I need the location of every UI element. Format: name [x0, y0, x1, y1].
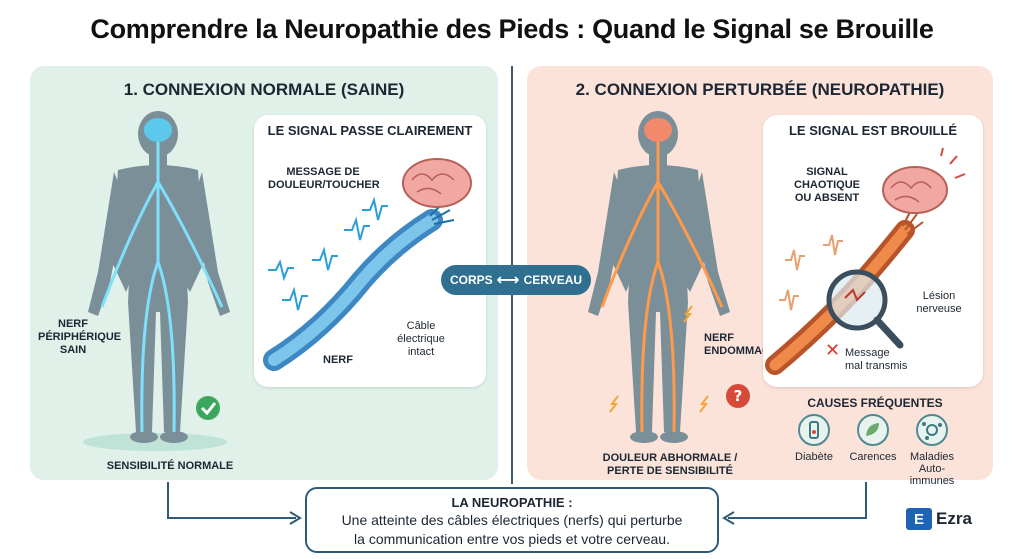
- body-brain-connector: CORPS ⟷ CERVEAU: [441, 265, 591, 295]
- damaged-panel-title: 2. CONNEXION PERTURBÉE (NEUROPATHIE): [575, 80, 945, 99]
- svg-text:?: ?: [734, 387, 743, 405]
- neuropathy-definition-box: LA NEUROPATHIE : Une atteinte des câbles…: [305, 487, 719, 553]
- damaged-nerve-label: NERF ENDOMMAGÉ: [704, 332, 778, 357]
- double-arrow-icon: ⟷: [496, 272, 520, 289]
- normal-sensitivity-label: SENSIBILITÉ NORMALE: [106, 460, 234, 472]
- healthy-brain-icon: [402, 158, 472, 208]
- causes-title: CAUSES FRÉQUENTES: [807, 396, 943, 410]
- ezra-logo-text: Ezra: [936, 509, 972, 528]
- intact-cable-label: Câble électrique intact: [397, 320, 445, 358]
- definition-title: LA NEUROPATHIE :: [451, 495, 573, 510]
- damaged-cable-illustration: ✕: [765, 147, 966, 375]
- healthy-body-figure: [83, 111, 230, 451]
- magnifier-icon: [826, 269, 904, 349]
- svg-text:✕: ✕: [825, 340, 840, 361]
- nerve-label: NERF: [323, 354, 353, 366]
- ezra-logo: E Ezra: [906, 508, 972, 530]
- healthy-cable-illustration: [263, 158, 472, 371]
- deficiency-icon: [857, 414, 889, 446]
- definition-line-1: Une atteinte des câbles électriques (ner…: [341, 512, 683, 528]
- scrambled-signal-title: LE SIGNAL EST BROUILLÉ: [788, 123, 958, 138]
- autoimmune-icon: [916, 414, 948, 446]
- page-title: Comprendre la Neuropathie des Pieds : Qu…: [90, 14, 934, 44]
- cause-label-deficiency: Carences: [849, 451, 897, 463]
- ezra-logo-icon: E: [906, 508, 932, 530]
- damaged-body-figure: ?: [588, 111, 750, 443]
- diabetes-icon: [798, 414, 830, 446]
- healthy-nerve-label: NERF PÉRIPHÉRIQUE SAIN: [38, 318, 122, 356]
- nerve-lesion-label: Lésion nerveuse: [916, 290, 962, 315]
- cause-label-diabetes: Diabète: [795, 451, 833, 463]
- clear-signal-title: LE SIGNAL PASSE CLAIREMENT: [267, 123, 473, 138]
- pain-touch-message-label: MESSAGE DE DOULEUR/TOUCHER: [268, 166, 380, 191]
- abnormal-pain-label: DOULEUR ABHORMALE / PERTE DE SENSIBILITÉ: [602, 452, 738, 477]
- definition-line-2: la communication entre vos pieds et votr…: [354, 531, 670, 547]
- message-not-transmitted-label: Message mal transmis: [845, 347, 908, 372]
- damaged-brain-icon: [882, 166, 948, 214]
- healthy-panel-title: 1. CONNEXION NORMALE (SAINE): [123, 80, 405, 99]
- chaotic-signal-label: SIGNAL CHAOTIQUE OU ABSENT: [794, 166, 860, 204]
- cause-label-autoimmune: Maladies Auto-immunes: [909, 451, 955, 487]
